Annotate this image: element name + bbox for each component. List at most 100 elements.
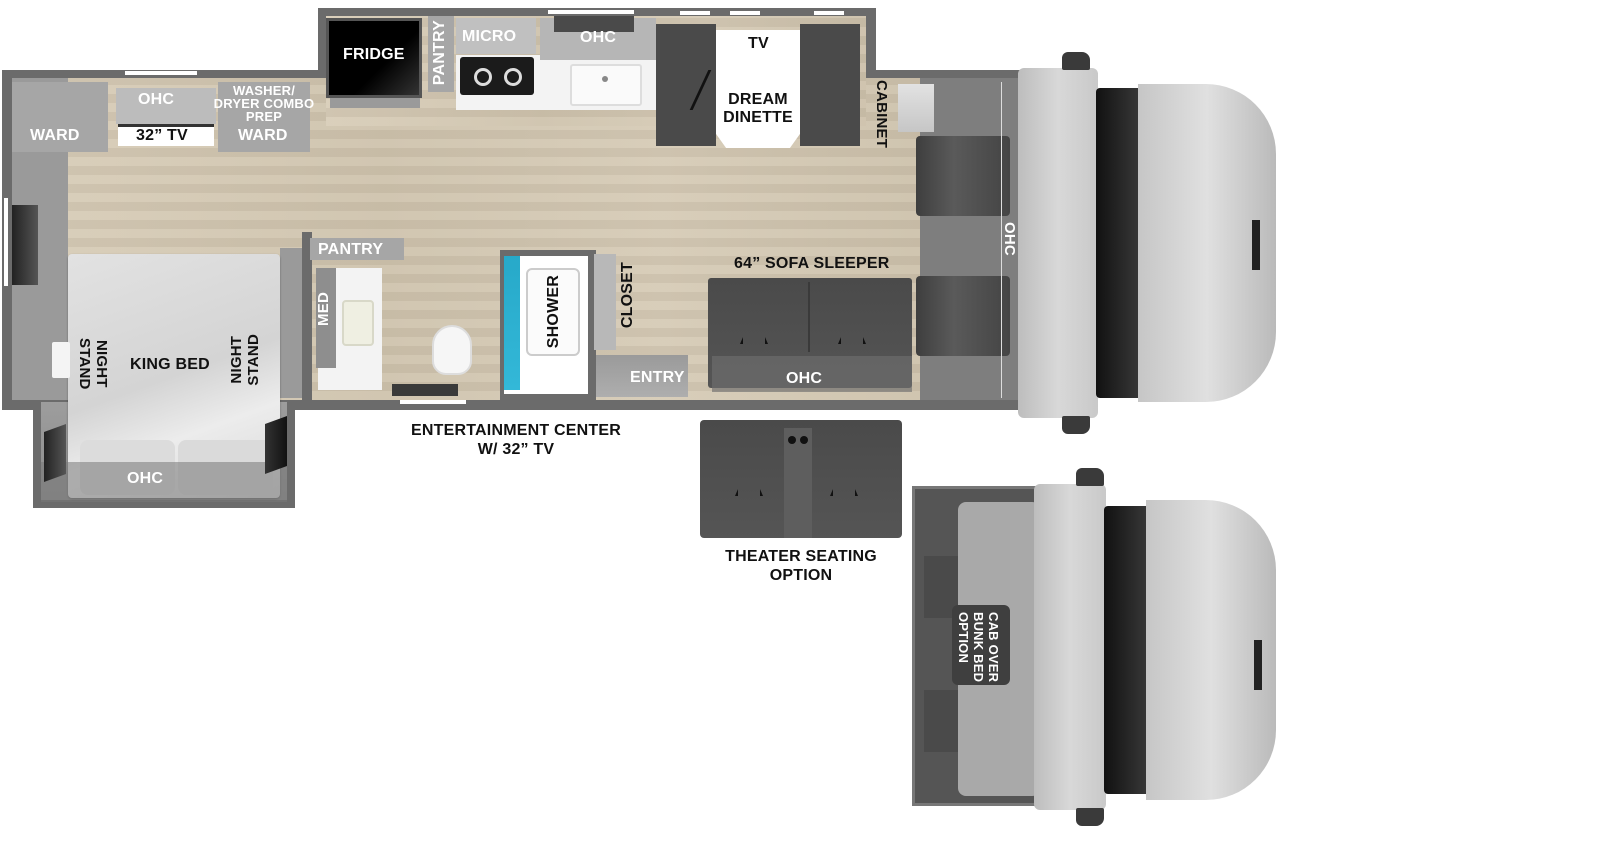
passenger-seat[interactable]	[916, 276, 1010, 356]
dinette-table[interactable]	[716, 30, 800, 148]
sofa-window	[748, 410, 898, 414]
washer-dryer-label: WASHER/ DRYER COMBO PREP	[212, 84, 316, 123]
truck-cab-bunk	[1034, 484, 1106, 810]
night-stand-left-label: NIGHT STAND	[76, 338, 110, 390]
mirror-top-bunk	[1076, 468, 1104, 486]
washer-dryer-line-3: PREP	[245, 109, 283, 124]
ward-right-cabinet[interactable]	[218, 82, 310, 152]
theater-console	[784, 428, 812, 538]
closet[interactable]	[594, 254, 616, 350]
ohc-top-label: OHC	[138, 91, 175, 108]
bedroom-top-window	[125, 71, 197, 75]
entertainment-center-tv[interactable]	[392, 384, 458, 396]
hood-vent-bunk	[1254, 640, 1262, 690]
burner-1-icon	[474, 68, 492, 86]
dinette-tv-window	[730, 11, 760, 15]
theater-seating-label: THEATER SEATING OPTION	[712, 547, 890, 585]
kitchen-window	[548, 10, 634, 14]
ohc-sofa-cabinet[interactable]	[712, 356, 912, 392]
entry-step[interactable]	[596, 355, 688, 397]
mirror-bottom-bunk	[1076, 808, 1104, 826]
cab-over-line-2: BUNK BED	[971, 612, 986, 683]
cab-ohc-outline	[940, 82, 1002, 398]
sofa-label: 64” SOFA SLEEPER	[734, 255, 890, 272]
closet-label: CLOSET	[619, 262, 636, 329]
entertainment-line-2: W/ 32” TV	[477, 441, 555, 458]
ward-left-label: WARD	[30, 127, 80, 144]
fridge-label: FRIDGE	[343, 46, 405, 63]
kitchen-sink[interactable]	[570, 64, 642, 106]
dinette-bench-left[interactable]	[656, 24, 716, 146]
night-stand-right-label: NIGHT STAND	[228, 334, 262, 386]
dinette-window-2	[814, 11, 844, 15]
night-stand-right-line-2: STAND	[245, 334, 262, 386]
ohc-slide-cabinet[interactable]	[41, 462, 287, 502]
windshield-main	[1096, 88, 1142, 398]
washer-dryer-line-2: DRYER COMBO	[213, 96, 315, 111]
pantry-bath[interactable]	[310, 238, 404, 260]
bath-sink[interactable]	[342, 300, 374, 346]
cab-over-line-1: CAB OVER	[986, 612, 1001, 683]
sink-drain-icon	[602, 76, 608, 82]
night-stand-left-line-1: NIGHT	[93, 339, 110, 388]
dinette-bench-right[interactable]	[800, 24, 860, 146]
sofa-divider	[808, 282, 810, 352]
toilet[interactable]	[432, 325, 472, 375]
bunk-seat-bottom	[924, 690, 958, 752]
ohc-slide-label: OHC	[127, 470, 164, 487]
fridge-base	[330, 98, 420, 108]
ward-right-label: WARD	[238, 127, 288, 144]
front-cabinet[interactable]	[898, 84, 934, 132]
micro-label: MICRO	[462, 28, 517, 45]
microwave-ohc[interactable]	[456, 18, 536, 54]
entertainment-window	[400, 400, 466, 404]
ohc-sofa-label: OHC	[786, 370, 823, 387]
cupholder-icon-2	[800, 436, 808, 444]
ohc-kitchen-label: OHC	[580, 29, 617, 46]
theater-line-2: OPTION	[769, 567, 833, 584]
ohc-top-cabinet[interactable]	[116, 88, 216, 124]
mirror-top-main	[1062, 52, 1090, 70]
med-label: MED	[315, 292, 332, 326]
rear-window-frame	[4, 198, 8, 286]
truck-cab-main	[1018, 68, 1098, 418]
cab-over-line-3: OPTION	[956, 612, 971, 664]
cupholder-icon	[788, 436, 796, 444]
nightstand-left-block[interactable]	[52, 342, 70, 378]
rear-window	[12, 205, 38, 285]
dinette-label-line-2: DINETTE	[723, 109, 793, 126]
king-bed-label: KING BED	[130, 356, 210, 373]
fridge[interactable]	[326, 18, 422, 98]
dinette-label-line-1: DREAM	[728, 91, 788, 108]
ward-left-cabinet[interactable]	[12, 82, 108, 152]
mirror-bottom-main	[1062, 416, 1090, 434]
cabinet-label: CABINET	[873, 80, 890, 149]
cooktop[interactable]	[460, 57, 534, 95]
shower-glass	[504, 256, 520, 390]
dinette-tv-label: TV	[748, 35, 769, 52]
theater-line-1: THEATER SEATING	[725, 548, 877, 565]
entertainment-line-1: ENTERTAINMENT CENTER	[411, 422, 621, 439]
night-stand-left-line-2: STAND	[76, 338, 93, 390]
windshield-bunk	[1104, 506, 1150, 794]
driver-seat[interactable]	[916, 136, 1010, 216]
cab-over-bunk-label: CAB OVER BUNK BED OPTION	[956, 612, 1001, 682]
dinette-label: DREAM DINETTE	[720, 91, 796, 127]
med-cabinet[interactable]	[316, 268, 336, 368]
entry-label: ENTRY	[630, 369, 685, 386]
slide-window-left	[44, 423, 66, 483]
shower-pan	[526, 268, 580, 356]
slide-window-right	[265, 415, 287, 475]
pantry-kitchen[interactable]	[428, 16, 454, 92]
shower-label: SHOWER	[545, 275, 562, 349]
pantry-bath-label: PANTRY	[318, 241, 384, 258]
pantry-kitchen-label: PANTRY	[431, 20, 448, 86]
entertainment-center-label: ENTERTAINMENT CENTER W/ 32” TV	[400, 421, 632, 459]
tv-32-label: 32” TV	[136, 127, 188, 144]
bunk-label-bg	[952, 605, 1010, 685]
cab-ohc-label: OHC	[1001, 222, 1018, 256]
hood-vent-main	[1252, 220, 1260, 270]
burner-2-icon	[504, 68, 522, 86]
tv-32-bedroom[interactable]	[118, 124, 214, 146]
